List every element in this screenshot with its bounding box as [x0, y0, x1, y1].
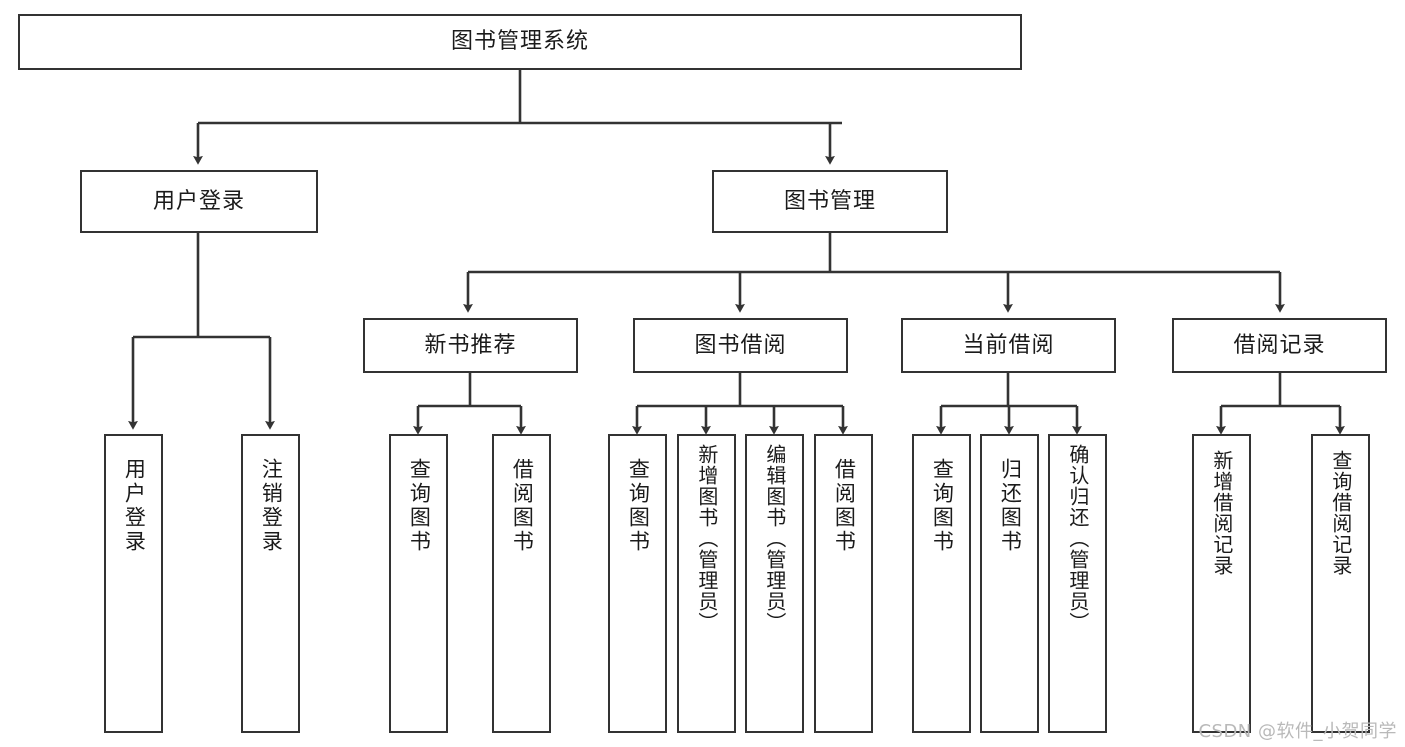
- node-label: 借阅图书: [832, 458, 857, 554]
- node-label: 用户登录: [122, 458, 147, 554]
- node-book-borrow[interactable]: 图书借阅: [633, 318, 848, 373]
- node-user-login[interactable]: 用户登录: [80, 170, 318, 233]
- node-label: 确认归还（管理员）: [1065, 444, 1090, 633]
- node-leaf-borrow-book-1[interactable]: 借阅图书: [492, 434, 551, 733]
- node-label: 图书管理: [783, 188, 876, 214]
- node-leaf-user-login[interactable]: 用户登录: [104, 434, 163, 733]
- node-leaf-add-book-admin[interactable]: 新增图书（管理员）: [677, 434, 736, 733]
- node-label: 用户登录: [152, 188, 245, 214]
- node-borrow-record[interactable]: 借阅记录: [1172, 318, 1387, 373]
- node-leaf-query-book-3[interactable]: 查询图书: [912, 434, 971, 733]
- node-label: 新增图书（管理员）: [694, 444, 719, 633]
- node-label: 注销登录: [259, 458, 284, 554]
- node-label: 查询图书: [407, 458, 432, 554]
- node-leaf-query-borrow-record[interactable]: 查询借阅记录: [1311, 434, 1370, 733]
- node-label: 新增借阅记录: [1209, 450, 1234, 576]
- node-label: 查询借阅记录: [1328, 450, 1353, 576]
- node-leaf-add-borrow-record[interactable]: 新增借阅记录: [1192, 434, 1251, 733]
- node-label: 归还图书: [998, 458, 1023, 554]
- node-current-borrow[interactable]: 当前借阅: [901, 318, 1116, 373]
- node-label: 当前借阅: [962, 332, 1055, 358]
- node-book-management[interactable]: 图书管理: [712, 170, 948, 233]
- node-label: 借阅图书: [510, 458, 535, 554]
- node-label: 图书管理系统: [450, 29, 589, 55]
- node-leaf-borrow-book-2[interactable]: 借阅图书: [814, 434, 873, 733]
- node-leaf-edit-book-admin[interactable]: 编辑图书（管理员）: [745, 434, 804, 733]
- node-leaf-query-book-2[interactable]: 查询图书: [608, 434, 667, 733]
- node-label: 借阅记录: [1233, 332, 1326, 358]
- csdn-watermark: CSDN @软件_小贺同学: [1198, 721, 1397, 742]
- node-label: 查询图书: [930, 458, 955, 554]
- node-leaf-query-book-1[interactable]: 查询图书: [389, 434, 448, 733]
- node-new-book-recommend[interactable]: 新书推荐: [363, 318, 578, 373]
- node-root-book-management-system[interactable]: 图书管理系统: [18, 14, 1022, 70]
- node-label: 编辑图书（管理员）: [762, 444, 787, 633]
- node-label: 查询图书: [626, 458, 651, 554]
- node-leaf-confirm-return-admin[interactable]: 确认归还（管理员）: [1048, 434, 1107, 733]
- node-leaf-logout-login[interactable]: 注销登录: [241, 434, 300, 733]
- node-label: 图书借阅: [694, 332, 787, 358]
- node-leaf-return-book[interactable]: 归还图书: [980, 434, 1039, 733]
- node-label: 新书推荐: [424, 332, 517, 358]
